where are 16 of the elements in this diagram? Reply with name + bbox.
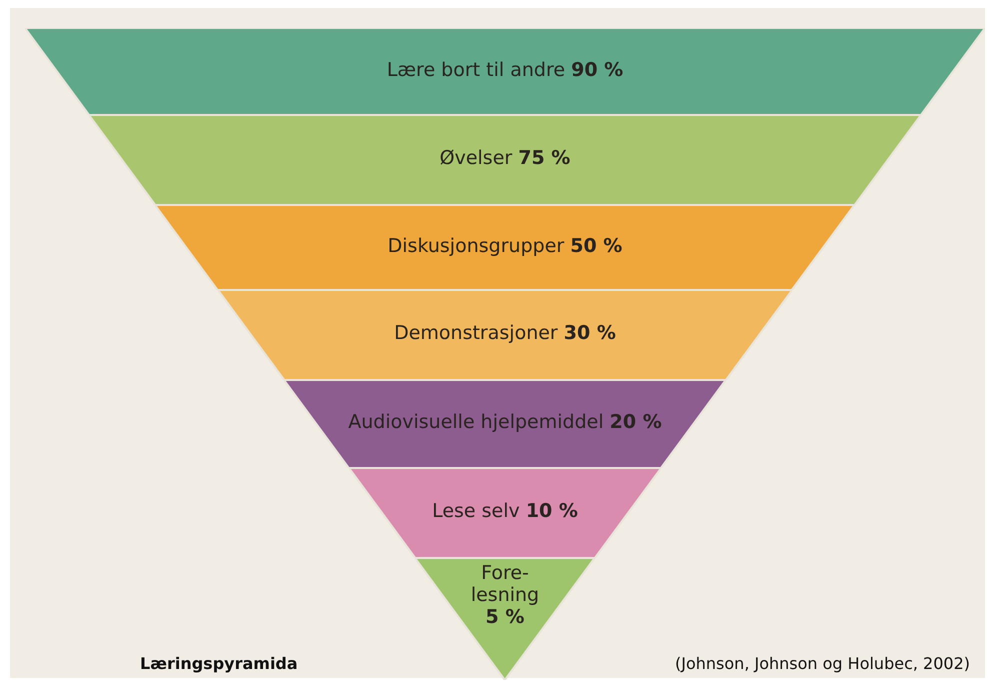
pyramid-tip — [415, 558, 595, 680]
band-label: Fore- lesning 5 % — [470, 562, 540, 628]
band-label: Lese selv 10 % — [431, 500, 579, 522]
band-label: Audiovisuelle hjelpemiddel 20 % — [347, 411, 663, 433]
caption: Læringspyramida — [140, 654, 298, 673]
pyramid-band — [155, 205, 855, 290]
band-label: Lære bort til andre 90 % — [386, 58, 624, 80]
band-label: Demonstrasjoner 30 % — [393, 322, 617, 344]
pyramid-band — [89, 115, 921, 205]
pyramid-band — [25, 28, 985, 115]
band-label: Diskusjonsgrupper 50 % — [386, 234, 624, 256]
pyramid-band — [218, 290, 792, 380]
pyramid-band — [348, 468, 662, 558]
pyramid-band — [284, 380, 726, 468]
band-label: Øvelser 75 % — [438, 147, 572, 169]
citation-text: (Johnson, Johnson og Holubec, 2002) — [675, 654, 970, 673]
